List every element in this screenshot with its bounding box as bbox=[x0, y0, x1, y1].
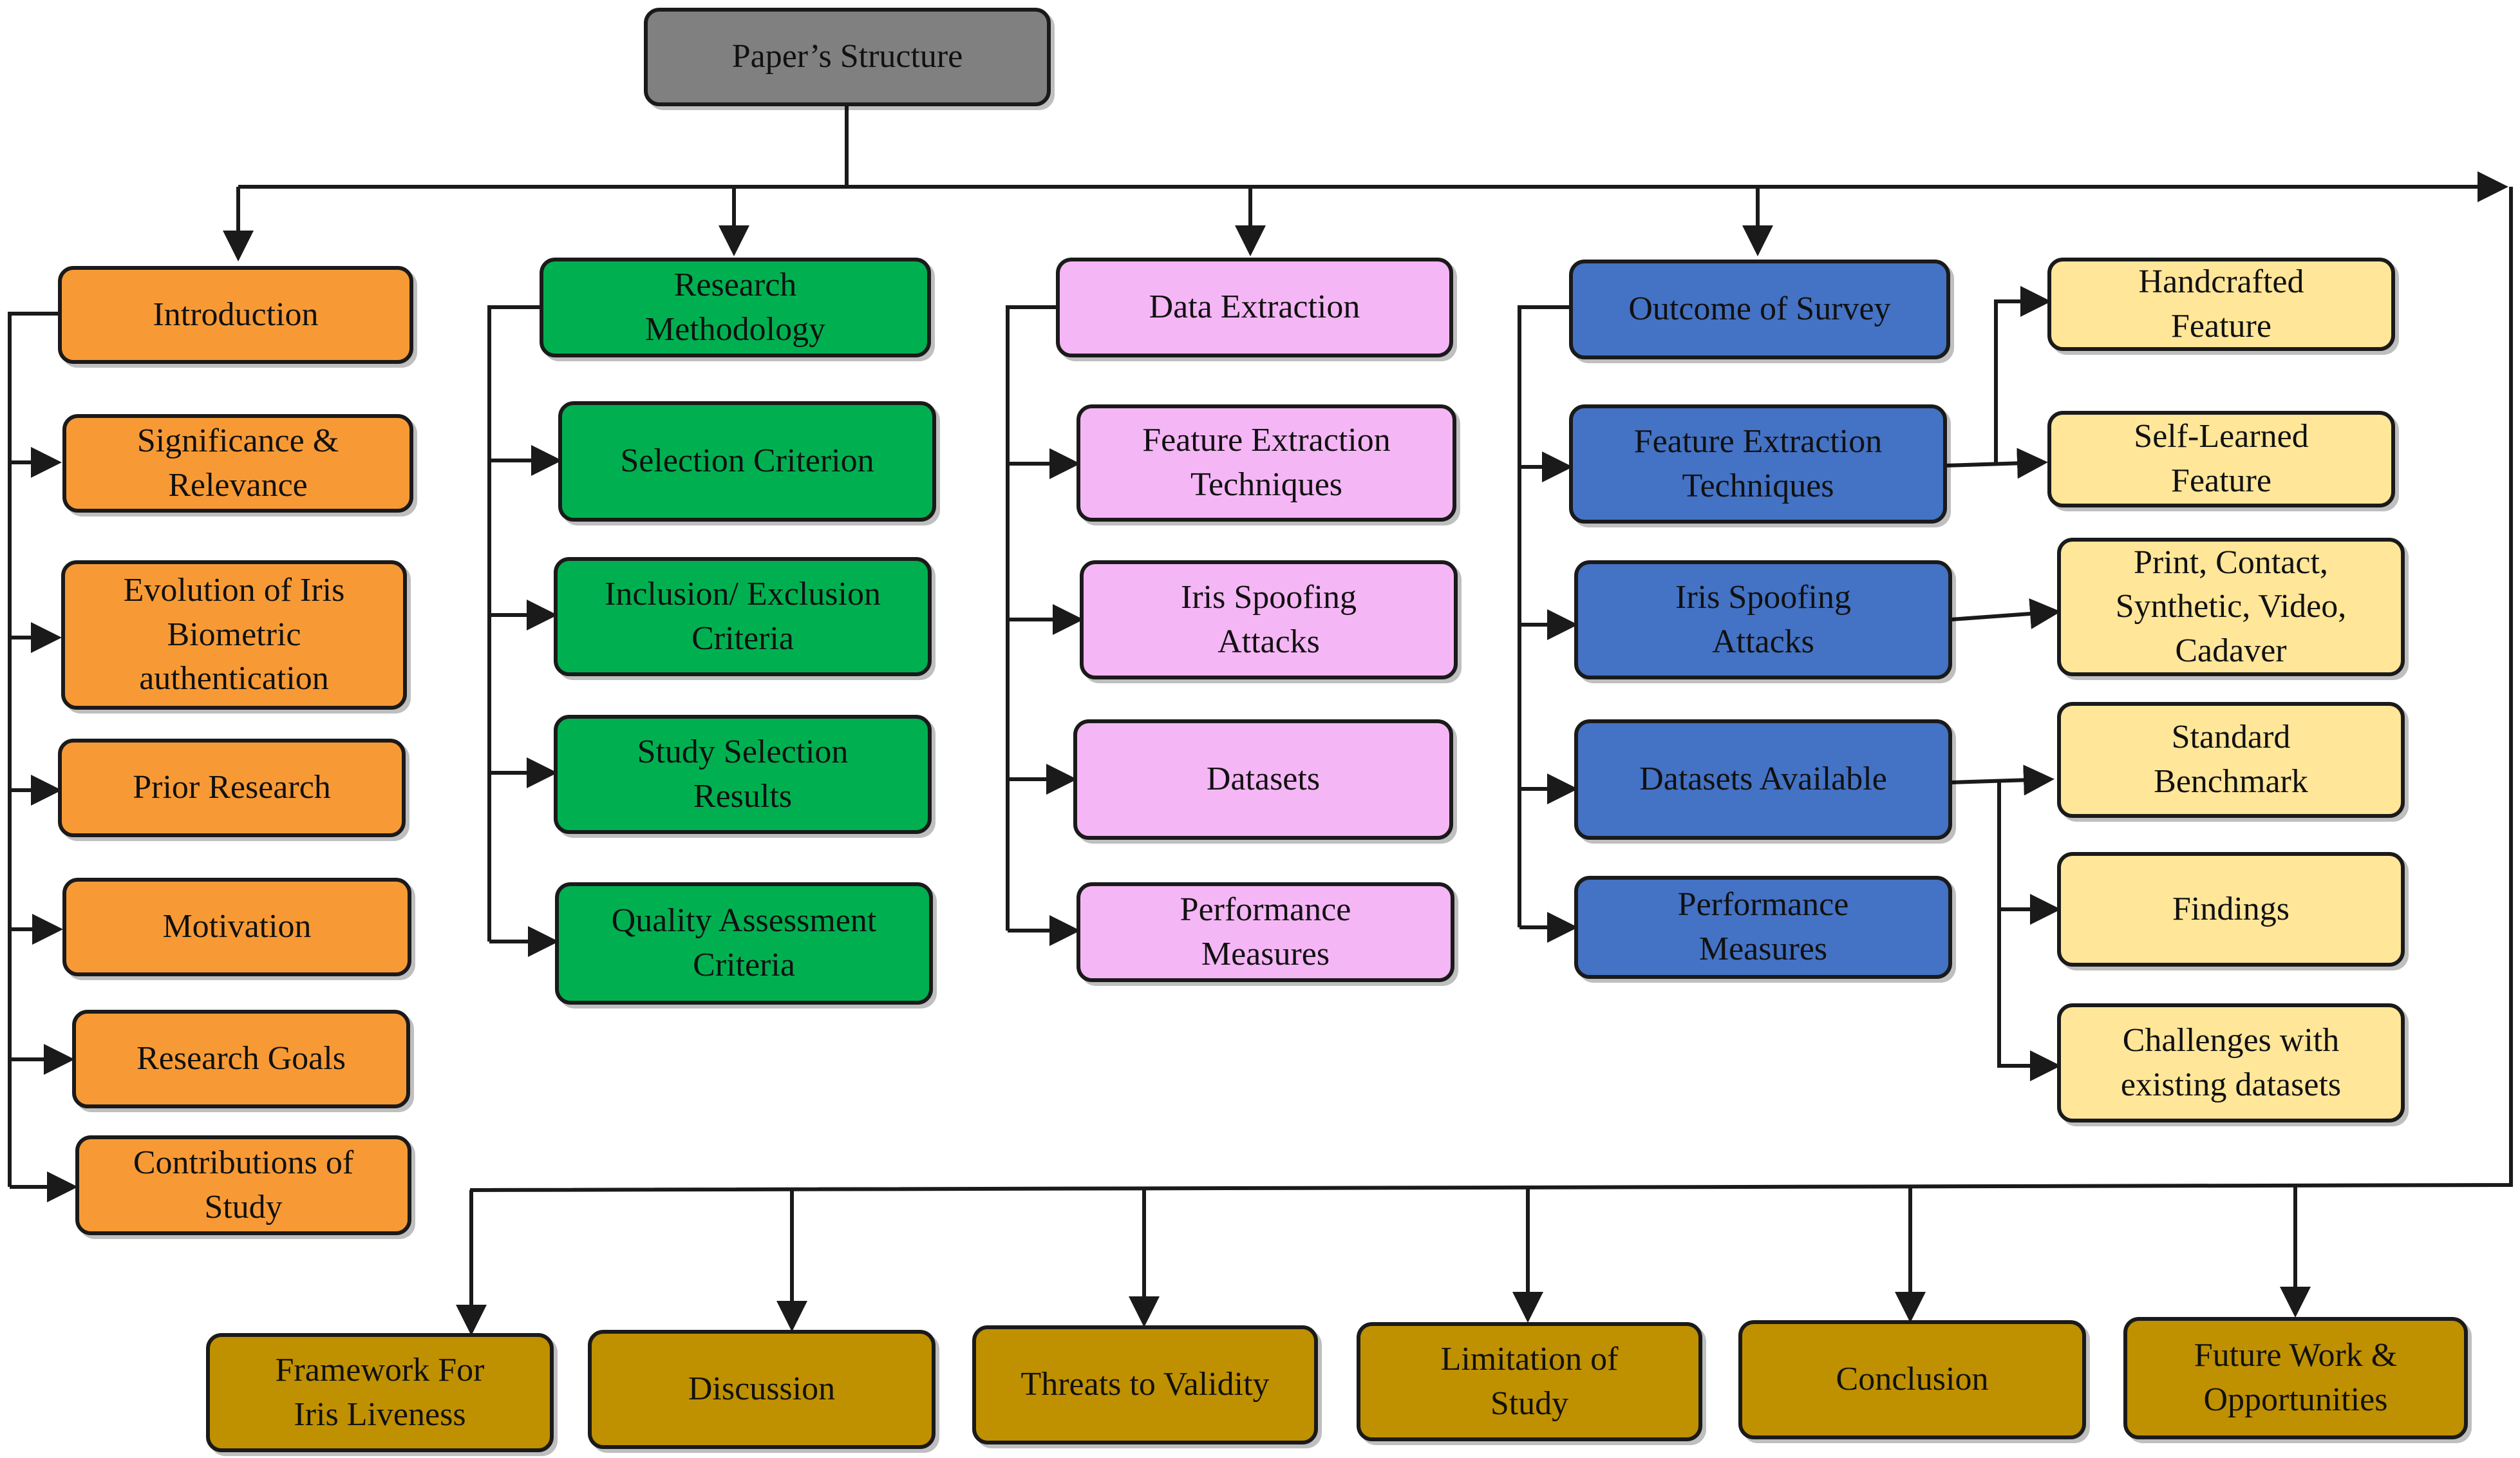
introduction-node: Introduction bbox=[58, 266, 413, 364]
prior-research-node: Prior Research bbox=[58, 739, 406, 837]
study-selection-results-node: Study Selection Results bbox=[554, 715, 932, 834]
performance-measures-node: Performance Measures bbox=[1077, 882, 1454, 982]
significance-relevance-node: Significance & Relevance bbox=[62, 414, 413, 513]
motivation-node: Motivation bbox=[62, 878, 411, 976]
evolution-iris-biometric-node: Evolution of Iris Biometric authenticati… bbox=[61, 560, 407, 710]
iris-spoofing-attacks-node: Iris Spoofing Attacks bbox=[1080, 560, 1458, 679]
datasets-available-node: Datasets Available bbox=[1574, 719, 1952, 840]
outcome-iris-spoofing-node: Iris Spoofing Attacks bbox=[1574, 560, 1952, 679]
research-goals-node: Research Goals bbox=[72, 1010, 410, 1108]
limitation-of-study-node: Limitation of Study bbox=[1357, 1322, 1702, 1441]
standard-benchmark-node: Standard Benchmark bbox=[2057, 702, 2405, 818]
outcome-of-survey-node: Outcome of Survey bbox=[1569, 260, 1950, 359]
root-node: Paper’s Structure bbox=[644, 8, 1051, 106]
research-methodology-node: Research Methodology bbox=[540, 258, 931, 357]
self-learned-feature-node: Self-Learned Feature bbox=[2047, 411, 2395, 507]
findings-node: Findings bbox=[2057, 852, 2405, 967]
outcome-performance-measures-node: Performance Measures bbox=[1574, 876, 1952, 979]
selection-criterion-node: Selection Criterion bbox=[558, 401, 936, 522]
discussion-node: Discussion bbox=[588, 1330, 936, 1449]
datasets-node: Datasets bbox=[1073, 719, 1453, 840]
future-work-node: Future Work & Opportunities bbox=[2123, 1317, 2468, 1439]
challenges-datasets-node: Challenges with existing datasets bbox=[2057, 1003, 2405, 1122]
handcrafted-feature-node: Handcrafted Feature bbox=[2047, 258, 2395, 351]
outcome-feature-extraction-node: Feature Extraction Techniques bbox=[1569, 404, 1947, 524]
framework-iris-liveness-node: Framework For Iris Liveness bbox=[206, 1333, 554, 1452]
conclusion-node: Conclusion bbox=[1738, 1320, 2086, 1439]
attack-types-node: Print, Contact, Synthetic, Video, Cadave… bbox=[2057, 538, 2405, 676]
inclusion-exclusion-node: Inclusion/ Exclusion Criteria bbox=[554, 557, 932, 676]
threats-to-validity-node: Threats to Validity bbox=[972, 1325, 1318, 1444]
quality-assessment-node: Quality Assessment Criteria bbox=[555, 882, 933, 1005]
data-extraction-node: Data Extraction bbox=[1056, 258, 1453, 357]
contributions-node: Contributions of Study bbox=[75, 1135, 411, 1235]
feature-extraction-techniques-node: Feature Extraction Techniques bbox=[1077, 404, 1456, 522]
